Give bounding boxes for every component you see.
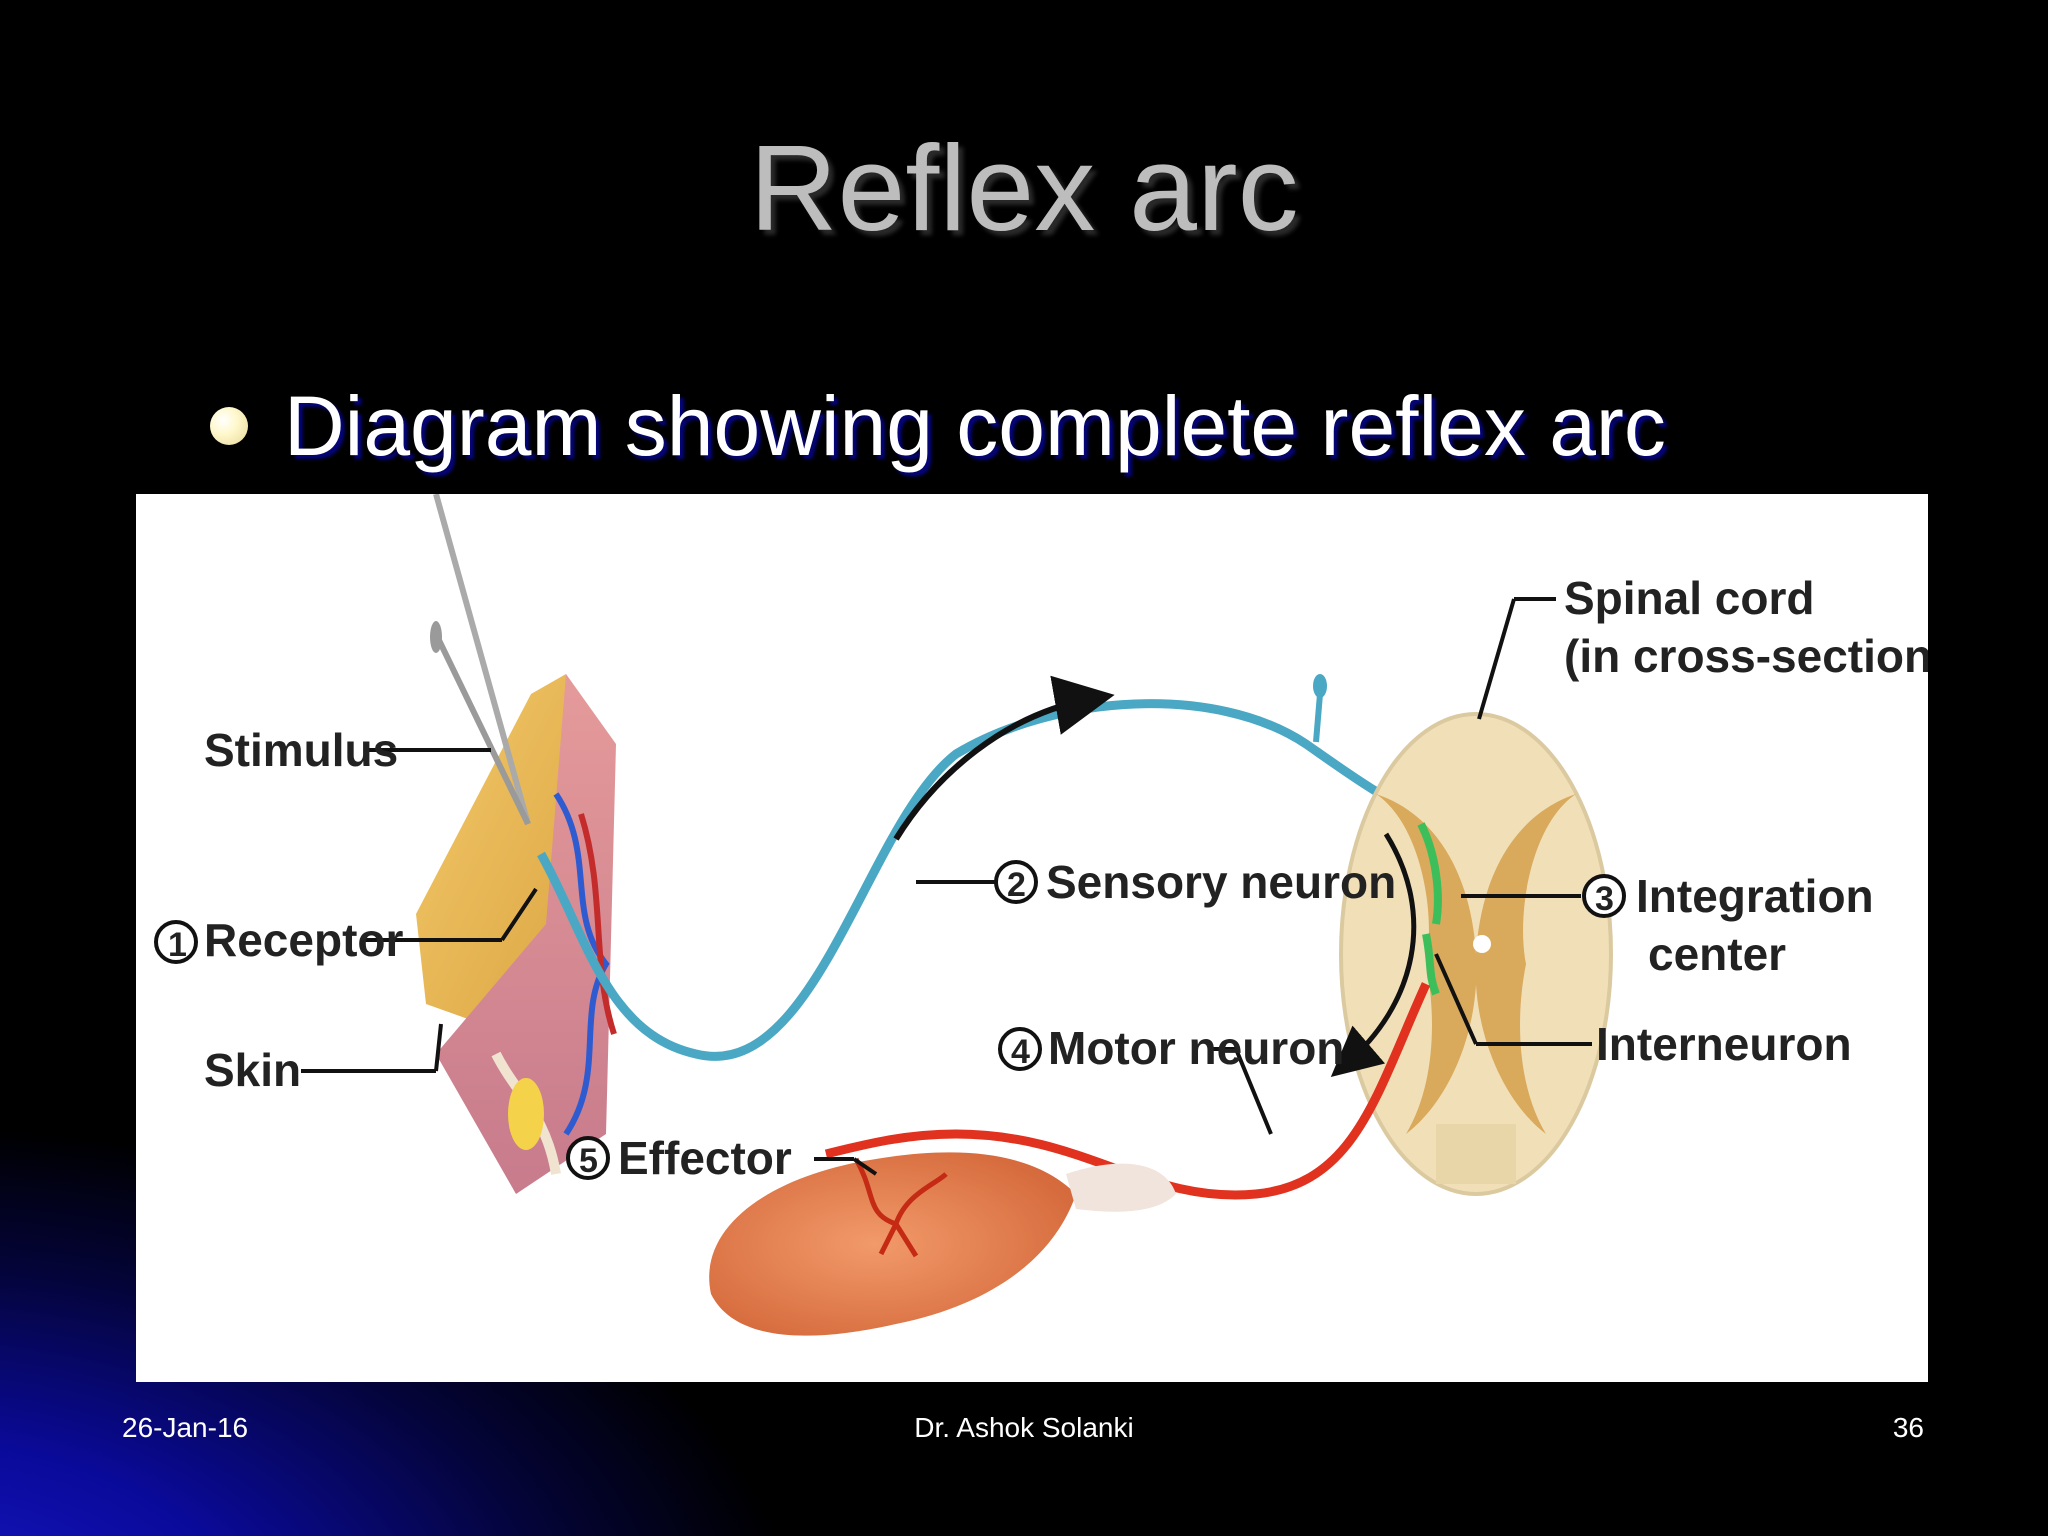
sensory-neuron-path [537,699,1439,1061]
bullet-text: Diagram showing complete reflex arc [284,378,1666,473]
skin-block [416,674,617,1194]
footer-author: Dr. Ashok Solanki [914,1412,1134,1443]
step-5-number: 5 [579,1142,598,1180]
label-skin: Skin [204,1044,301,1096]
reflex-return-arrow [1330,832,1417,1078]
signal-direction-arrow [893,675,1115,841]
step-1-number: 1 [168,926,187,964]
step-1-badge [154,920,198,964]
reflex-arc-diagram: Stimulus 1 Receptor Skin 2 Sensory neuro… [136,494,1928,1382]
muscle-effector-icon [709,1152,1176,1336]
sensory-ganglion-stalk [1313,693,1323,743]
footer-date: 26-Jan-16 [122,1412,249,1443]
interneuron-path [1417,822,1442,925]
stimulus-needle-icon [430,494,531,826]
label-interneuron: Interneuron [1596,1018,1852,1070]
step-4-badge [998,1027,1042,1071]
step-4-number: 4 [1011,1033,1030,1071]
label-receptor: Receptor [204,914,403,966]
step-2-badge [994,860,1038,904]
bullet-dot-icon [210,407,248,445]
label-effector: Effector [618,1132,792,1184]
label-integration-line1: Integration [1636,870,1874,922]
label-stimulus: Stimulus [204,724,398,776]
bullet-item: Diagram showing complete reflex arc [210,376,1666,476]
label-integration-line2: center [1648,928,1786,980]
step-3-number: 3 [1595,880,1614,918]
label-sensory-neuron: Sensory neuron [1046,856,1396,908]
step-2-number: 2 [1007,866,1026,904]
reflex-arc-illustration: Stimulus 1 Receptor Skin 2 Sensory neuro… [154,494,1928,1336]
label-motor-neuron: Motor neuron [1048,1022,1344,1074]
label-spinal-cord-line2: (in cross-section) [1564,630,1928,682]
leader-lines [301,597,1592,1176]
step-3-badge [1582,874,1626,918]
label-spinal-cord-line1: Spinal cord [1564,572,1814,624]
step-5-badge [566,1136,610,1180]
sensory-ganglion-icon [1313,674,1327,698]
slide-title: Reflex arc [749,120,1299,256]
footer-page-number: 36 [1892,1412,1924,1443]
interneuron-synapse [1422,933,1440,996]
spinal-cord-icon [1339,712,1613,1196]
